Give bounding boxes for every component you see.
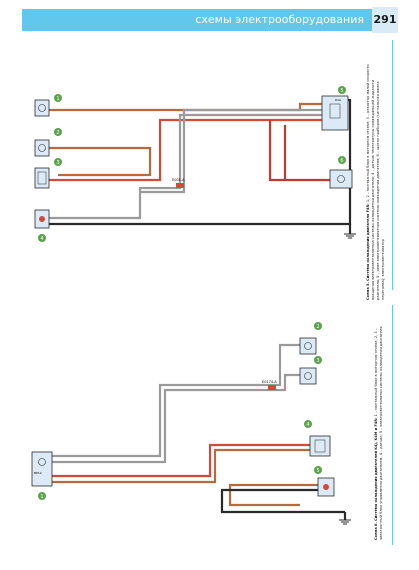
- relay-icon: [329, 103, 341, 119]
- bottom-wires: [50, 343, 347, 520]
- top-marker-1: 1: [56, 96, 59, 102]
- diagram-bottom: BP12 E0174-A 1 2 3 4 5: [31, 322, 351, 525]
- ground-symbol-icon: [339, 519, 351, 525]
- sensor-icon: [39, 216, 45, 222]
- bottom-marker-5: 5: [316, 468, 319, 474]
- wire-black-1: [46, 98, 352, 226]
- top-markers: 1 2 3 4 5 6: [38, 86, 346, 242]
- wire-grey-3: [50, 343, 300, 458]
- top-component-3: [34, 167, 50, 189]
- top-marker-5: 5: [340, 88, 343, 94]
- relay-icon: [314, 439, 326, 453]
- diagram-bottom-rule: [392, 305, 393, 545]
- page-number: 291: [373, 13, 397, 26]
- page-number-box: 291: [372, 7, 398, 33]
- top-marker-6: 6: [340, 158, 343, 164]
- section-title: схемы электрооборудования: [195, 13, 364, 26]
- wire-grey-2: [140, 108, 322, 194]
- top-wires: [46, 98, 352, 234]
- top-component-2: [34, 139, 50, 157]
- top-marker-3: 3: [56, 160, 59, 166]
- top-connector-label: E001-A: [172, 178, 185, 182]
- resistor-icon: [37, 171, 47, 185]
- top-component-6: [329, 169, 353, 189]
- bottom-component-1: BP12: [31, 451, 53, 487]
- bottom-block-label: BP12: [34, 471, 42, 475]
- wire-red-4: [50, 443, 310, 478]
- bottom-connector: E0174-A: [262, 380, 277, 390]
- bottom-component-4: [309, 435, 331, 457]
- bottom-connector-label: E0174-A: [262, 380, 277, 384]
- wire-red-2: [268, 120, 330, 182]
- relay-label: R1A: [335, 98, 342, 102]
- wire-brown-1: [46, 102, 322, 112]
- bottom-component-5: [317, 477, 335, 497]
- fan-motor-icon: [38, 458, 46, 466]
- wire-grey-4: [50, 373, 300, 464]
- top-component-5: R1A: [321, 95, 349, 131]
- ground-symbol-icon: [344, 233, 356, 239]
- sensor-icon: [304, 342, 312, 350]
- fan-motor-icon: [38, 144, 46, 152]
- wire-grey-1: [46, 113, 322, 220]
- wire-brown-2: [46, 146, 152, 177]
- bottom-marker-2: 2: [316, 324, 319, 330]
- bottom-markers: 1 2 3 4 5: [38, 322, 322, 500]
- top-connector: E001-A: [172, 178, 185, 188]
- top-component-1: [34, 99, 50, 117]
- sensor-icon: [304, 372, 312, 380]
- wire-black-3: [220, 488, 345, 514]
- diagram-top: R1A E001-A 1 2 3 4 5 6: [34, 86, 356, 242]
- top-component-4: [34, 209, 50, 229]
- bottom-marker-4: 4: [306, 422, 309, 428]
- wire-brown-3: [50, 448, 310, 484]
- top-marker-2: 2: [56, 130, 59, 136]
- wire-brown-4: [228, 483, 320, 507]
- wire-red-1: [46, 118, 322, 182]
- bottom-marker-1: 1: [40, 494, 43, 500]
- diagram-top-rule: [392, 40, 393, 290]
- bottom-component-3: [299, 367, 317, 385]
- bottom-marker-3: 3: [316, 358, 319, 364]
- top-marker-4: 4: [40, 236, 43, 242]
- bottom-component-2: [299, 337, 317, 355]
- sensor-icon: [323, 484, 329, 490]
- section-header-band: схемы электрооборудования: [22, 9, 372, 31]
- lamp-icon: [337, 175, 345, 183]
- fan-motor-icon: [38, 104, 46, 112]
